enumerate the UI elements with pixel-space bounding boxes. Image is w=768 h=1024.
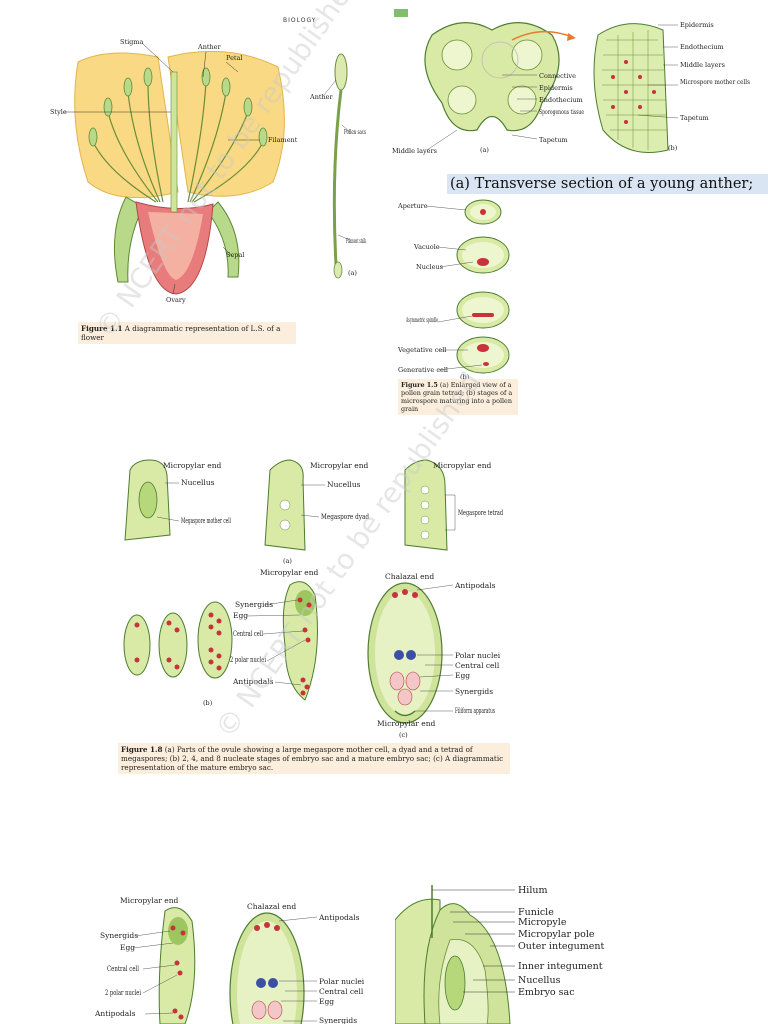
anther-enlarged-diagram: Epidermis Endothecium Middle layers Micr… xyxy=(593,21,750,153)
label-central-cell: Central cell xyxy=(319,987,364,996)
label-antipodals: Antipodals xyxy=(318,913,360,922)
label-tapetum: Tapetum xyxy=(680,114,709,122)
label-part-a: (a) xyxy=(283,557,292,565)
label-filament-stalk: Filament stalk xyxy=(346,237,366,245)
label-hilum: Hilum xyxy=(518,885,548,896)
label-petal: Petal xyxy=(226,54,243,62)
ovule-stages-diagram: Micropylar end Micropylar end Micropylar… xyxy=(123,459,503,739)
caption-number: Figure 1.1 xyxy=(81,324,123,333)
label-nucellus: Nucellus xyxy=(327,480,361,489)
ovule-parts-diagram: Hilum Funicle Micropyle Micropylar pole … xyxy=(395,885,604,1024)
label-connective: Connective xyxy=(539,72,576,80)
anther-ts-diagram: Connective Epidermis Endothecium Sporoge… xyxy=(392,9,584,155)
label-micropylar-end: Micropylar end xyxy=(377,719,436,728)
label-vegetative-cell: Vegetative cell xyxy=(398,346,446,354)
label-polar-nuclei: Polar nuclei xyxy=(455,651,501,660)
label-central-cell: Central cell xyxy=(455,661,500,670)
caption-number: Figure 1.5 xyxy=(401,381,438,389)
book-header: BIOLOGY xyxy=(283,17,317,24)
label-part: (b) xyxy=(668,144,678,152)
label-part: (a) xyxy=(480,146,489,154)
label-micropyle: Micropyle xyxy=(518,917,567,928)
label-chalazal-end: Chalazal end xyxy=(247,902,296,911)
label-2-polar-nuclei: 2 polar nuclei xyxy=(230,655,266,664)
label-egg: Egg xyxy=(455,671,470,680)
label-part-c: (c) xyxy=(399,731,408,739)
label-epidermis: Epidermis xyxy=(539,84,573,92)
label-pollen-sacs: Pollen sacs xyxy=(344,128,366,136)
label-anther: Anther xyxy=(309,93,334,101)
caption-text: (a) Parts of the ovule showing a large m… xyxy=(121,745,504,772)
label-sepal: Sepal xyxy=(226,251,244,259)
label-micropylar-end: Micropylar end xyxy=(433,461,492,470)
label-synergids: Synergids xyxy=(319,1016,357,1024)
label-funicle: Funicle xyxy=(518,907,554,918)
caption-text: A diagrammatic representation of L.S. of… xyxy=(81,324,281,342)
label-generative-cell: Generative cell xyxy=(398,366,448,374)
label-egg: Egg xyxy=(319,997,334,1006)
label-part: (a) xyxy=(348,269,357,277)
label-anther: Anther xyxy=(197,43,222,51)
label-micropylar-end: Micropylar end xyxy=(260,568,319,577)
label-nucleus: Nucleus xyxy=(416,263,443,271)
label-microspore: Microspore mother cells xyxy=(680,78,750,86)
label-megaspore-tetrad: Megaspore tetrad xyxy=(458,508,503,517)
embryo-sac-repeat-diagram: Micropylar end Synergids Egg Central cel… xyxy=(95,896,365,1024)
figure-1-5-caption: Figure 1.5 (a) Enlarged view of a pollen… xyxy=(398,379,518,415)
label-asymmetric-spindle: Asymmetric spindle xyxy=(406,316,439,324)
label-2-polar-nuclei: 2 polar nuclei xyxy=(105,988,141,997)
label-nucellus: Nucellus xyxy=(518,975,561,986)
figure-1-1-caption: Figure 1.1 A diagrammatic representation… xyxy=(78,322,296,344)
label-middle-layers: Middle layers xyxy=(392,147,437,155)
flower-ls-diagram: Stigma Anther Petal Style Filament Sepal… xyxy=(50,38,298,304)
label-synergids: Synergids xyxy=(235,600,273,609)
label-micropylar-end: Micropylar end xyxy=(163,461,222,470)
label-epidermis: Epidermis xyxy=(680,21,714,29)
label-stigma: Stigma xyxy=(120,38,143,46)
label-middle-layers: Middle layers xyxy=(680,61,725,69)
label-embryo-sac: Embryo sac xyxy=(518,987,575,998)
label-nucellus: Nucellus xyxy=(181,478,215,487)
label-vacuole: Vacuole xyxy=(413,243,440,251)
stamen-diagram: Anther Pollen sacs Filament stalk (a) xyxy=(309,53,366,279)
label-part: (b) xyxy=(460,373,470,381)
pollen-stages-diagram: Aperture Vacuole Nucleus Asymmetric spin… xyxy=(398,199,510,381)
label-style: Style xyxy=(50,108,67,116)
label-inner-integument: Inner integument xyxy=(518,961,603,972)
label-micropylar-pole: Micropylar pole xyxy=(518,929,595,940)
label-megaspore-mother-cell: Megaspore mother cell xyxy=(181,516,231,525)
label-endothecium: Endothecium xyxy=(539,96,583,104)
label-sporogenous: Sporogenous tissue xyxy=(539,108,584,116)
label-tapetum: Tapetum xyxy=(539,136,568,144)
label-ovary: Ovary xyxy=(166,296,186,304)
label-synergids: Synergids xyxy=(455,687,493,696)
label-part-b: (b) xyxy=(203,699,213,707)
label-aperture: Aperture xyxy=(398,202,428,210)
anther-section-title: (a) Transverse section of a young anther… xyxy=(447,174,768,194)
label-synergids: Synergids xyxy=(100,931,138,940)
label-central-cell: Central cell xyxy=(233,629,263,638)
label-antipodals: Antipodals xyxy=(454,581,496,590)
label-egg: Egg xyxy=(120,943,135,952)
caption-text: (a) Enlarged view of a pollen grain tetr… xyxy=(401,381,513,413)
label-chalazal-end: Chalazal end xyxy=(385,572,434,581)
label-central-cell: Central cell xyxy=(107,964,139,973)
figure-1-8-caption: Figure 1.8 (a) Parts of the ovule showin… xyxy=(118,743,510,774)
label-outer-integument: Outer integument xyxy=(518,941,604,952)
label-micropylar-end: Micropylar end xyxy=(310,461,369,470)
label-egg: Egg xyxy=(233,611,248,620)
label-polar-nuclei: Polar nuclei xyxy=(319,977,365,986)
label-micropylar-end: Micropylar end xyxy=(120,896,179,905)
label-megaspore-dyad: Megaspore dyad xyxy=(321,512,369,521)
label-filament: Filament xyxy=(268,136,298,144)
label-antipodals: Antipodals xyxy=(232,677,274,686)
label-antipodals: Antipodals xyxy=(95,1009,136,1018)
label-filiform-apparatus: Filiform apparatus xyxy=(455,706,495,715)
caption-number: Figure 1.8 xyxy=(121,745,163,754)
label-endothecium: Endothecium xyxy=(680,43,724,51)
